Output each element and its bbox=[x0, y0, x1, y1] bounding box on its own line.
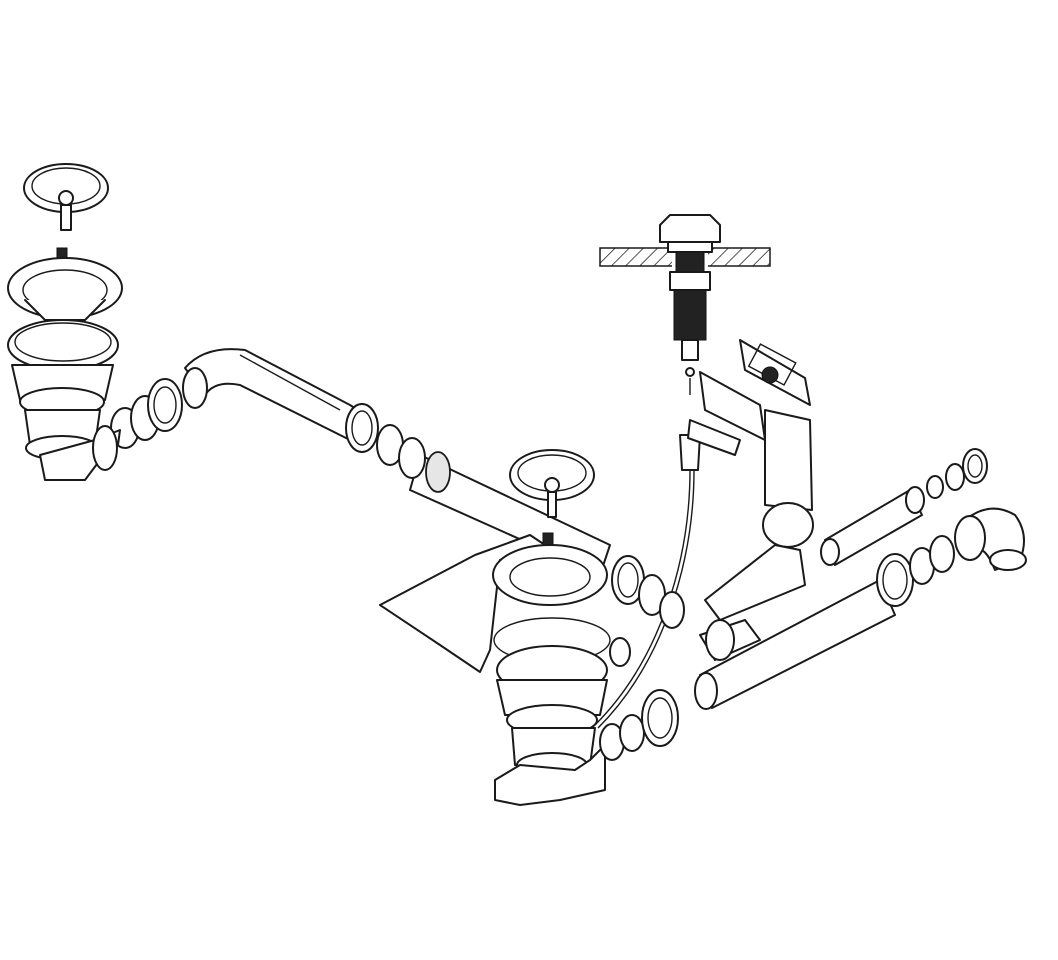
overflow-button bbox=[659, 214, 721, 395]
middle-sink-flange bbox=[492, 544, 611, 663]
overflow-fitting bbox=[687, 339, 814, 621]
left-sink-flange bbox=[7, 257, 123, 321]
right-coupling-rings bbox=[876, 448, 988, 607]
left-strainer-basket bbox=[23, 163, 109, 231]
left-coupling-rings bbox=[110, 367, 451, 493]
middle-strainer-basket bbox=[509, 449, 595, 518]
middle-drain-body bbox=[494, 645, 608, 806]
middle-coupling-rings bbox=[599, 555, 685, 761]
left-drain-body bbox=[7, 319, 121, 481]
right-pipes bbox=[694, 486, 925, 710]
right-elbow bbox=[954, 507, 1027, 571]
